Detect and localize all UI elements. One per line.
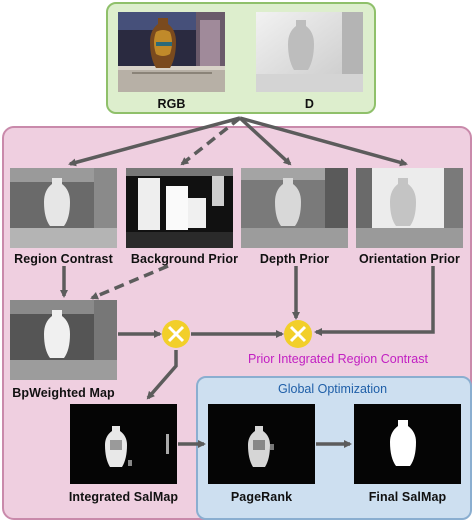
- bpweighted-map-image: [10, 300, 117, 380]
- arrow-node1-to-integrated: [146, 350, 178, 400]
- prior-integrated-label: Prior Integrated Region Contrast: [248, 352, 428, 366]
- pagerank-label: PageRank: [230, 490, 293, 504]
- integrated-salmap-label: Integrated SalMap: [68, 490, 179, 504]
- depth-prior-label: Depth Prior: [259, 252, 330, 266]
- multiply-icon: [289, 325, 307, 343]
- bpweighted-map-label: BpWeighted Map: [12, 386, 115, 400]
- depth-prior-image: [241, 168, 348, 248]
- arrow-to-background-prior: [180, 116, 242, 166]
- multiply-icon: [167, 325, 185, 343]
- orientation-prior-image: [356, 168, 463, 248]
- global-optimization-label: Global Optimization: [278, 382, 388, 396]
- orientation-prior-label: Orientation Prior: [358, 252, 461, 266]
- arrow-background-to-bpweighted: [90, 264, 169, 300]
- arrow-orientation-to-node2: [314, 266, 435, 336]
- background-prior-image: [126, 168, 233, 248]
- multiply-node-2: [284, 320, 312, 348]
- arrow-to-orientation-prior: [239, 116, 408, 167]
- depth-label: D: [304, 97, 315, 111]
- rgb-label: RGB: [157, 97, 186, 111]
- region-contrast-label: Region Contrast: [14, 252, 113, 266]
- depth-image: [256, 12, 363, 92]
- rgb-image: [118, 12, 225, 92]
- integrated-salmap-image: [70, 404, 177, 484]
- multiply-node-1: [162, 320, 190, 348]
- final-salmap-label: Final SalMap: [368, 490, 447, 504]
- background-prior-label: Background Prior: [130, 252, 239, 266]
- final-salmap-image: [354, 404, 461, 484]
- arrow-to-depth-prior: [238, 116, 292, 166]
- arrow-to-region-contrast: [68, 116, 241, 167]
- pagerank-image: [208, 404, 315, 484]
- region-contrast-image: [10, 168, 117, 248]
